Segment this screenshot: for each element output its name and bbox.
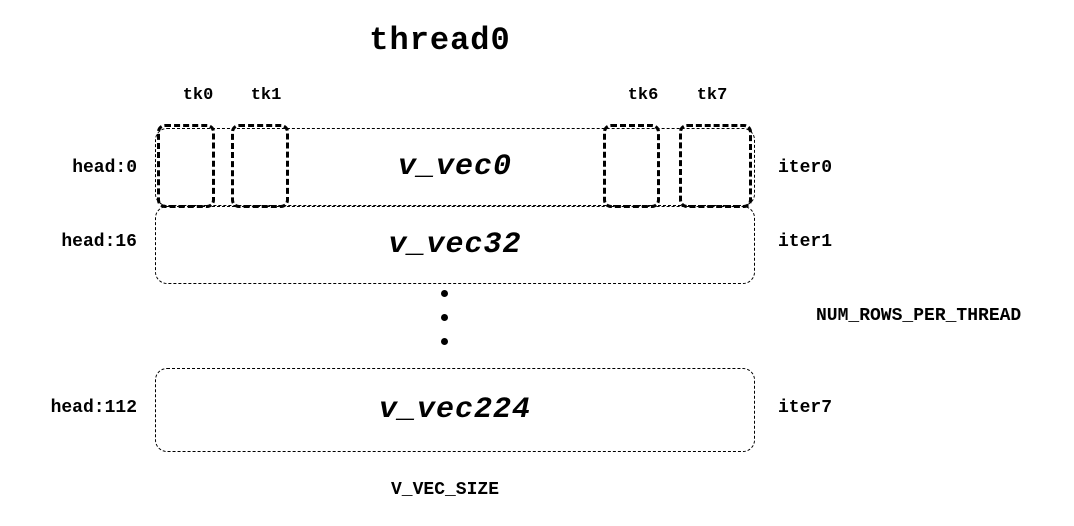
num-rows-per-thread-label: NUM_ROWS_PER_THREAD [816,306,1022,326]
vvec224-label: v_vec224 [378,393,532,427]
iter0-label: iter0 [778,158,833,178]
ellipsis-dot [441,314,448,321]
head112-label: head:112 [50,398,137,418]
iter1-label: iter1 [778,232,833,252]
iter7-label: iter7 [778,398,833,418]
tk6-element-box [603,124,660,208]
tk7-label: tk7 [696,86,728,105]
vvec-row-iter1: v_vec32 [155,206,755,284]
vvec-row-iter0: v_vec0 [155,128,755,206]
tk1-element-box [231,124,289,208]
vvec0-label: v_vec0 [397,150,513,184]
v-vec-size-label: V_VEC_SIZE [390,480,500,500]
tk1-label: tk1 [250,86,282,105]
vvec-row-iter7: v_vec224 [155,368,755,452]
head0-label: head:0 [72,158,137,178]
vvec32-label: v_vec32 [388,228,522,262]
vertical-ellipsis [441,290,448,345]
ellipsis-dot [441,290,448,297]
tk6-label: tk6 [627,86,659,105]
tk0-label: tk0 [182,86,214,105]
tk7-element-box [679,124,752,208]
head16-label: head:16 [61,232,137,252]
diagram-title: thread0 [369,22,511,59]
tk0-element-box [157,124,215,208]
ellipsis-dot [441,338,448,345]
